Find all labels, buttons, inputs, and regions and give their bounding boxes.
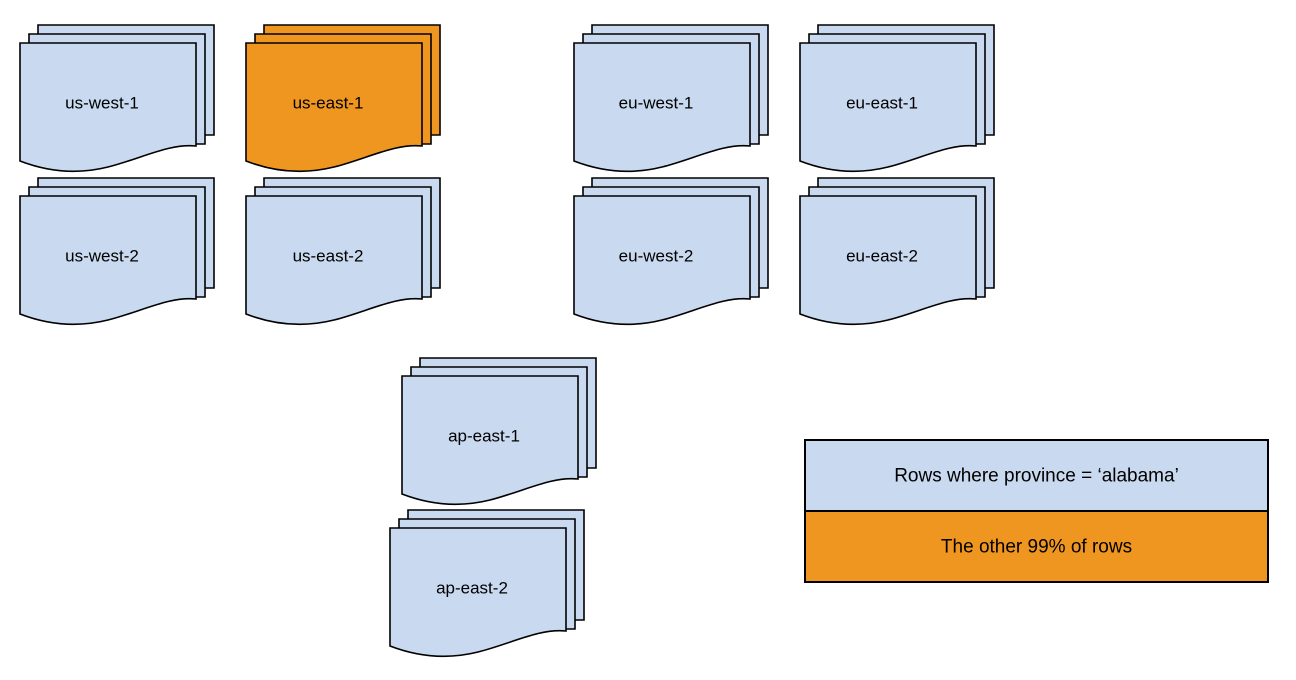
region-label-us-west-2: us-west-2: [65, 246, 139, 265]
region-label-us-east-2: us-east-2: [293, 246, 364, 265]
region-label-eu-east-1: eu-east-1: [846, 93, 918, 112]
legend-row-alabama: Rows where province = ‘alabama’: [804, 439, 1269, 512]
region-label-ap-east-2: ap-east-2: [436, 578, 508, 597]
region-stack-eu-west-2[interactable]: eu-west-2: [573, 177, 769, 326]
region-stack-eu-east-1[interactable]: eu-east-1: [799, 24, 995, 173]
legend-group: Rows where province = ‘alabama’ The other…: [804, 439, 1269, 583]
legend-row-alabama-label: Rows where province = ‘alabama’: [894, 466, 1179, 487]
region-stack-us-west-1[interactable]: us-west-1: [19, 24, 215, 173]
region-stacks-group: us-west-1 us-east-1 eu-west-1 eu-east-1 us-w…: [19, 24, 995, 658]
region-stack-us-west-2[interactable]: us-west-2: [19, 177, 215, 326]
region-stack-ap-east-2[interactable]: ap-east-2: [389, 509, 585, 658]
region-label-us-east-1: us-east-1: [293, 93, 364, 112]
region-stack-eu-east-2[interactable]: eu-east-2: [799, 177, 995, 326]
legend-row-other-swatch: [804, 510, 1269, 583]
region-stack-us-east-2[interactable]: us-east-2: [245, 177, 441, 326]
region-label-eu-east-2: eu-east-2: [846, 246, 918, 265]
region-label-ap-east-1: ap-east-1: [448, 426, 520, 445]
region-stack-ap-east-1[interactable]: ap-east-1: [401, 357, 597, 506]
region-label-eu-west-2: eu-west-2: [619, 246, 694, 265]
region-stack-eu-west-1[interactable]: eu-west-1: [573, 24, 769, 173]
region-label-eu-west-1: eu-west-1: [619, 93, 694, 112]
legend-row-alabama-swatch: [804, 439, 1269, 512]
region-stack-us-east-1[interactable]: us-east-1: [245, 24, 441, 173]
legend-row-other: The other 99% of rows: [804, 510, 1269, 583]
region-label-us-west-1: us-west-1: [65, 93, 139, 112]
legend-row-other-label: The other 99% of rows: [941, 537, 1132, 558]
